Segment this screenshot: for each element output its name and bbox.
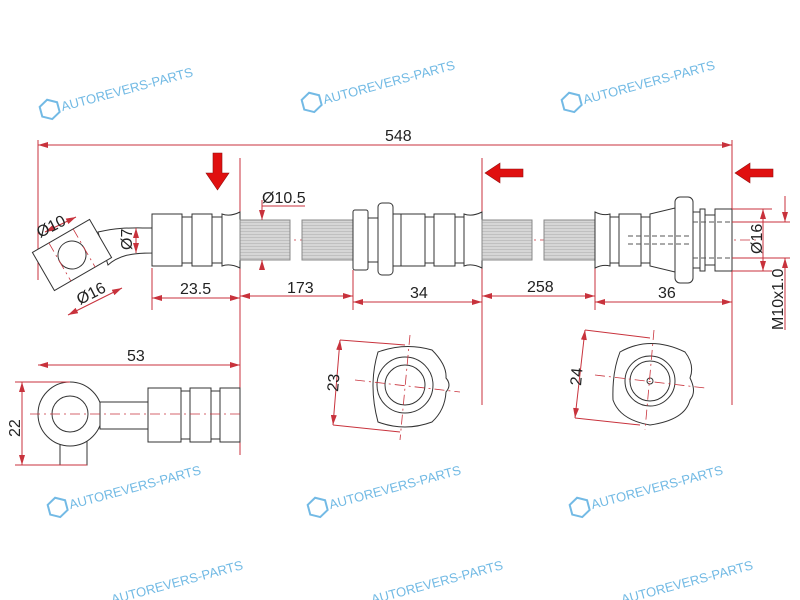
logo-icon [38,98,61,121]
svg-text:AUTOREVERS-PARTS: AUTOREVERS-PARTS [369,557,504,600]
watermark: AUTOREVERS-PARTS [46,462,203,519]
hose-segment [481,219,597,261]
right-dia-label: Ø16 [749,224,766,254]
eye-offset-length-label: 53 [127,348,145,365]
svg-text:AUTOREVERS-PARTS: AUTOREVERS-PARTS [589,462,724,512]
length-dimensions [152,293,732,305]
logo-icon [306,496,329,519]
svg-text:AUTOREVERS-PARTS: AUTOREVERS-PARTS [321,57,456,107]
watermark: AUTOREVERS-PARTS [369,557,504,600]
watermark: AUTOREVERS-PARTS [568,462,725,519]
mid-bracket-fitting [352,202,483,276]
thread-label: M10x1.0 [770,269,787,330]
eye-height-label: 22 [7,419,24,437]
right-end-view [573,329,706,431]
hose-segment [239,219,355,261]
logo-icon [300,91,323,114]
watermark: AUTOREVERS-PARTS [306,462,463,519]
mid-bracket-end-view [330,334,461,441]
logo-icon [568,496,591,519]
svg-text:AUTOREVERS-PARTS: AUTOREVERS-PARTS [619,557,754,600]
mid-bracket-size-label: 23 [325,373,343,392]
hose-segment-1-label: 173 [287,280,314,297]
eye-outer-dia-dimension [67,287,123,316]
right-bracket-size-label: 24 [568,367,586,386]
svg-text:AUTOREVERS-PARTS: AUTOREVERS-PARTS [581,57,716,107]
svg-text:AUTOREVERS-PARTS: AUTOREVERS-PARTS [109,557,244,600]
right-fitting [594,196,733,284]
watermark: AUTOREVERS-PARTS [560,57,717,114]
hose-dia-label: Ø10.5 [262,190,306,207]
left-fitting [151,211,241,269]
fitting-left-length-label: 23.5 [180,281,211,298]
down-arrow-icon [205,152,230,191]
overall-length-label: 548 [385,128,412,145]
eye-inner-dia-dimension [44,216,77,233]
watermark: AUTOREVERS-PARTS [38,64,195,121]
right-diameter-dimensions [732,196,790,330]
watermark: AUTOREVERS-PARTS [619,557,754,600]
svg-text:AUTOREVERS-PARTS: AUTOREVERS-PARTS [67,462,202,512]
hose-segment-2-label: 258 [527,279,554,296]
svg-text:AUTOREVERS-PARTS: AUTOREVERS-PARTS [327,462,462,512]
left-arrow-icon [484,162,524,184]
watermark: AUTOREVERS-PARTS [300,57,457,114]
eye-outer-dia-label: Ø16 [74,280,109,309]
svg-text:AUTOREVERS-PARTS: AUTOREVERS-PARTS [59,64,194,114]
fitting-right-length-label: 36 [658,285,676,302]
logo-icon [560,91,583,114]
mid-fitting-length-label: 34 [410,285,428,302]
tube-dia-label: Ø7 [119,229,136,250]
left-arrow-icon [734,162,774,184]
logo-icon [46,496,69,519]
watermark: AUTOREVERS-PARTS [109,557,244,600]
eye-side-view [15,362,241,466]
